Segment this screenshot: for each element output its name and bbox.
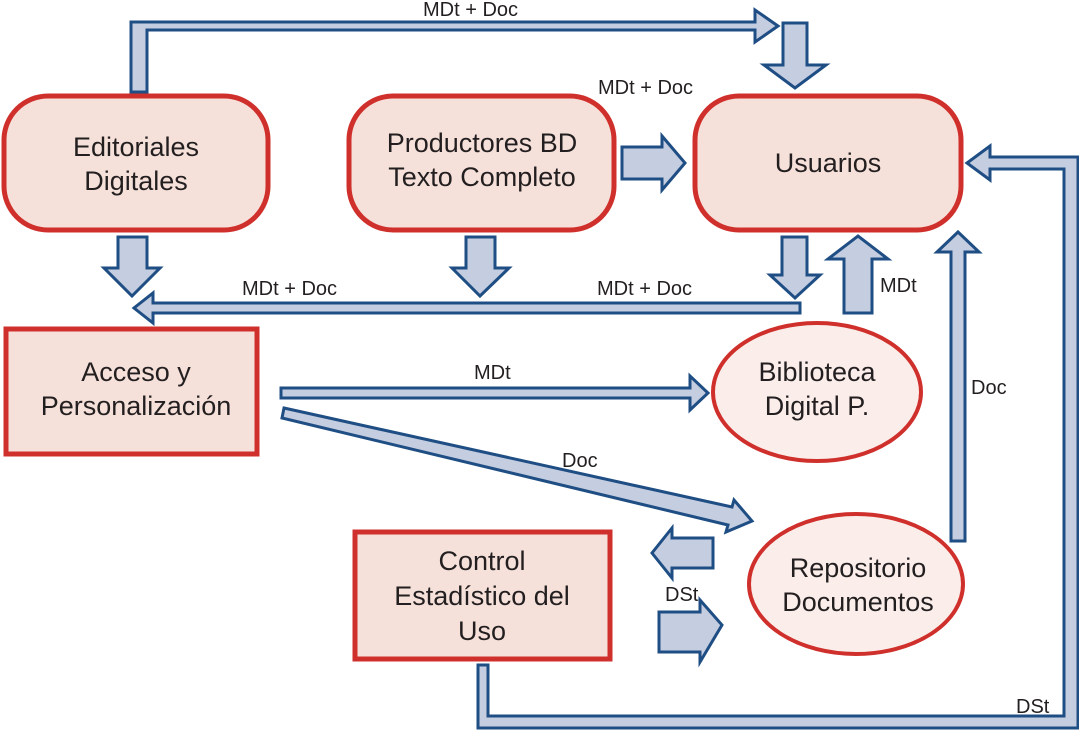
node-usuarios: Usuarios xyxy=(692,93,964,233)
arrow-dst-into-usuarios xyxy=(476,143,1079,730)
label-productores-to-usuarios: MDt + Doc xyxy=(598,77,693,99)
node-usuarios-line-1: Usuarios xyxy=(775,148,882,178)
arrow-productores-down xyxy=(448,235,513,299)
node-control-line-1: Control xyxy=(438,546,525,576)
arrow-productores-to-usuarios xyxy=(620,131,687,195)
label-right-return: MDt + Doc xyxy=(597,278,692,300)
arrow-biblioteca-to-usuarios xyxy=(823,234,893,315)
node-productores-line-2: Texto Completo xyxy=(388,162,576,192)
node-productores-bd: Productores BD Texto Completo xyxy=(346,93,617,233)
node-control-line-3: Uso xyxy=(458,616,506,646)
label-left-return: MDt + Doc xyxy=(242,278,337,300)
arrow-acceso-to-biblioteca xyxy=(279,372,711,414)
node-biblioteca-line-2: Digital P. xyxy=(765,391,870,421)
label-control-to-usuarios: DSt xyxy=(1016,696,1050,718)
arrow-editoriales-down xyxy=(100,235,164,299)
node-repositorio-documentos: Repositorio Documentos xyxy=(747,512,965,656)
label-repositorio-to-usuarios: Doc xyxy=(971,377,1007,399)
node-acceso-personalizacion: Acceso y Personalización xyxy=(3,326,260,457)
node-acceso-line-2: Personalización xyxy=(41,391,232,421)
label-acceso-to-repositorio: Doc xyxy=(562,450,598,472)
node-acceso-line-1: Acceso y xyxy=(81,357,191,387)
arrow-acceso-to-repositorio xyxy=(280,406,755,535)
label-acceso-to-biblioteca: MDt xyxy=(474,362,511,384)
node-biblioteca-digital: Biblioteca Digital P. xyxy=(711,321,923,463)
node-editoriales-digitales: Editoriales Digitales xyxy=(1,93,271,233)
arrow-down-into-usuarios xyxy=(759,21,831,90)
node-biblioteca-line-1: Biblioteca xyxy=(758,357,876,387)
arrow-repositorio-to-control xyxy=(650,523,715,583)
arrow-control-to-repositorio xyxy=(657,596,724,668)
node-control-estadistico: Control Estadístico del Uso xyxy=(352,529,613,662)
label-biblioteca-to-usuarios: MDt xyxy=(880,275,917,297)
label-top-loop: MDt + Doc xyxy=(423,0,518,21)
label-control-repositorio: DSt xyxy=(665,584,699,606)
arrow-usuarios-down xyxy=(766,235,824,301)
arrow-repositorio-to-usuarios xyxy=(933,229,983,543)
arrow-editoriales-top-loop xyxy=(129,7,781,94)
node-editoriales-line-2: Digitales xyxy=(84,166,188,196)
node-repositorio-line-2: Documentos xyxy=(782,587,934,617)
node-productores-line-1: Productores BD xyxy=(387,128,578,158)
node-editoriales-line-1: Editoriales xyxy=(73,132,199,162)
arrow-return-to-acceso xyxy=(131,289,802,327)
node-repositorio-line-1: Repositorio xyxy=(790,553,927,583)
node-control-line-2: Estadístico del xyxy=(394,581,570,611)
